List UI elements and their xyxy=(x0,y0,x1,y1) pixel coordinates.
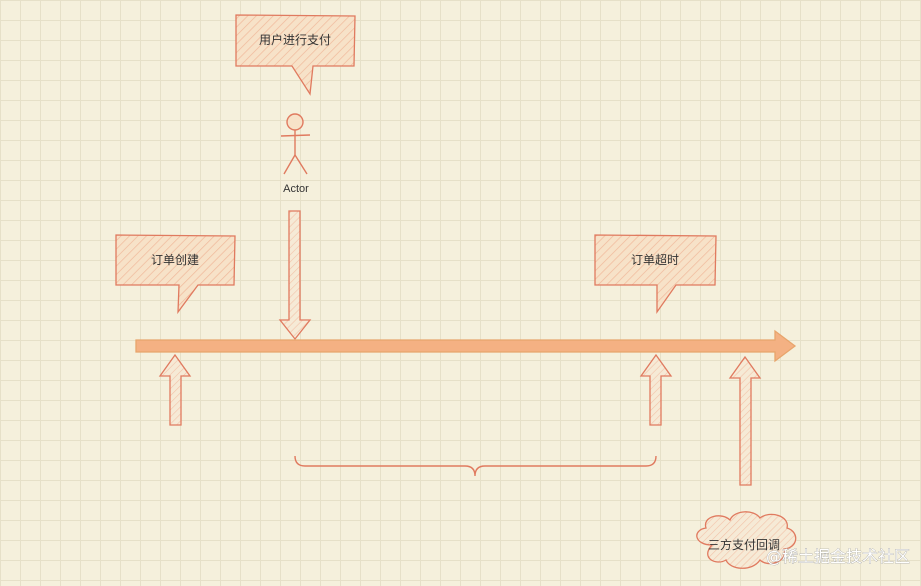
cloud-label: 三方支付回调 xyxy=(708,537,780,552)
callout-order-timeout: 订单超时 xyxy=(594,234,717,315)
actor-label: Actor xyxy=(283,183,309,195)
up-arrow-icon xyxy=(158,353,192,426)
curly-brace-icon xyxy=(294,455,657,477)
up-arrow-icon xyxy=(728,355,762,486)
callout-user-pay-label: 用户进行支付 xyxy=(259,32,331,47)
cloud-icon: 三方支付回调 xyxy=(696,511,797,569)
stick-figure-icon xyxy=(280,113,311,175)
down-arrow-icon xyxy=(278,210,312,341)
callout-order-create-label: 订单创建 xyxy=(151,253,199,267)
callout-order-create: 订单创建 xyxy=(115,234,236,315)
watermark: @稀土掘金技术社区 xyxy=(766,547,910,566)
up-arrow-icon xyxy=(639,353,673,426)
callout-order-timeout-label: 订单超时 xyxy=(631,252,679,267)
timeline-arrow xyxy=(135,329,797,363)
callout-user-pay: 用户进行支付 xyxy=(235,14,356,96)
